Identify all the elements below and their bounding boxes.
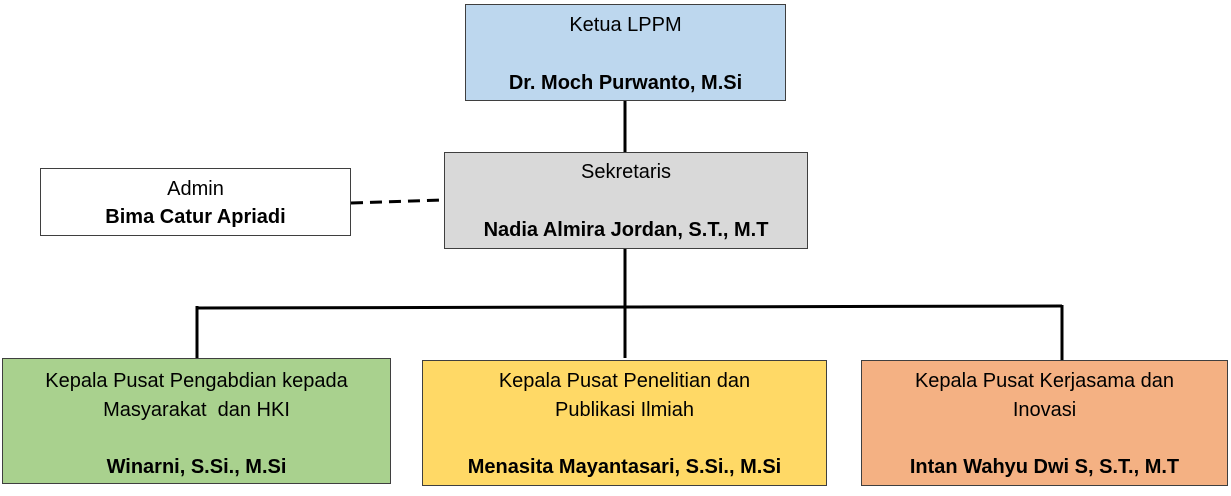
kerjasama-role-line1: Kepala Pusat Kerjasama dan — [914, 370, 1175, 392]
penelitian-role-line1: Kepala Pusat Penelitian dan — [498, 370, 751, 392]
ketua-name-label: Dr. Moch Purwanto, M.Si — [508, 72, 743, 94]
kerjasama-unit-box: Kepala Pusat Kerjasama dan Inovasi Intan… — [861, 360, 1228, 486]
connector-horizontal-bus — [196, 304, 1063, 310]
pengabdian-unit-box: Kepala Pusat Pengabdian kepada Masyaraka… — [2, 358, 391, 484]
connector-sekretaris-admin-dashed — [350, 198, 445, 205]
admin-name-label: Bima Catur Apriadi — [105, 206, 286, 228]
ketua-lppm-box: Ketua LPPM Dr. Moch Purwanto, M.Si — [465, 4, 786, 101]
ketua-role-label: Ketua LPPM — [569, 14, 682, 36]
kerjasama-role-line2: Inovasi — [1012, 399, 1077, 421]
pengabdian-role-line1: Kepala Pusat Pengabdian kepada — [45, 370, 348, 392]
pengabdian-role-line2: Masyarakat dan HKI — [103, 399, 290, 421]
sekretaris-box: Sekretaris Nadia Almira Jordan, S.T., M.… — [444, 152, 808, 249]
admin-box: Admin Bima Catur Apriadi — [40, 168, 351, 236]
kerjasama-name-label: Intan Wahyu Dwi S, S.T., M.T — [909, 456, 1180, 478]
admin-role-label: Admin — [167, 178, 224, 200]
penelitian-unit-box: Kepala Pusat Penelitian dan Publikasi Il… — [422, 360, 827, 486]
pengabdian-name-label: Winarni, S.Si., M.Si — [106, 456, 287, 478]
penelitian-name-label: Menasita Mayantasari, S.Si., M.Si — [467, 456, 782, 478]
sekretaris-name-label: Nadia Almira Jordan, S.T., M.T — [483, 219, 769, 241]
sekretaris-role-label: Sekretaris — [580, 161, 672, 183]
penelitian-role-line2: Publikasi Ilmiah — [555, 399, 694, 421]
